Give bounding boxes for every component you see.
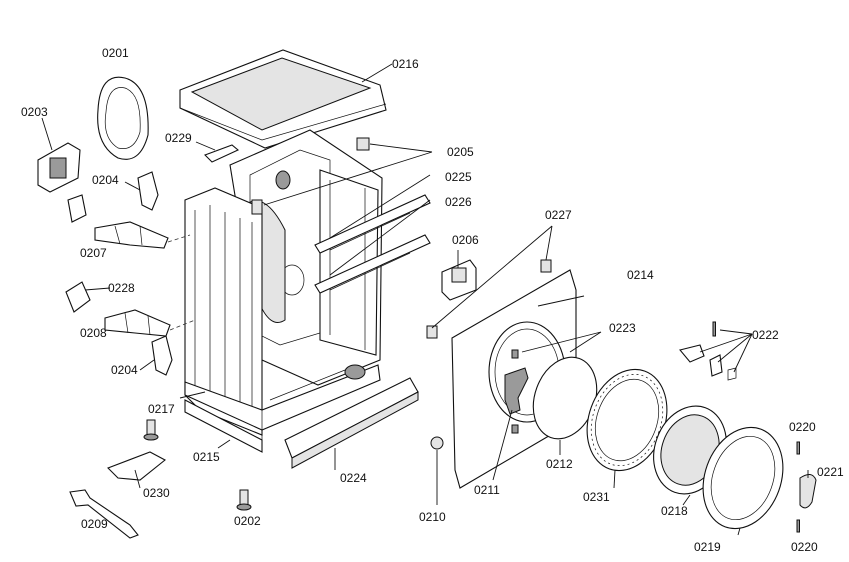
label-0220-upper: 0220: [789, 420, 816, 434]
part-0204-bracket-lower: [139, 335, 173, 376]
label-0206: 0206: [452, 233, 479, 247]
part-0203-module: [37, 117, 81, 193]
part-0220-pins: [796, 441, 800, 533]
label-0219: 0219: [694, 540, 721, 554]
label-0225: 0225: [445, 170, 472, 184]
part-0228-part: [65, 281, 111, 313]
label-0224: 0224: [340, 471, 367, 485]
part-0219-outer-ring: [702, 426, 784, 530]
label-0217: 0217: [148, 402, 175, 416]
label-0201: 0201: [102, 46, 129, 60]
label-0218: 0218: [661, 504, 688, 518]
part-0222-hinge-parts: [679, 321, 753, 381]
label-0208: 0208: [80, 326, 107, 340]
part-0208-shock-absorber: [104, 309, 196, 337]
part-0202-foot-upper: [143, 419, 159, 441]
label-0231: 0231: [583, 490, 610, 504]
label-0220-lower: 0220: [791, 540, 818, 554]
part-0221-handle: [799, 474, 817, 509]
part-0224-plinth: [284, 377, 419, 469]
part-0207-shock-absorber: [67, 194, 191, 249]
leader-lines: [134, 63, 809, 536]
label-0215: 0215: [193, 450, 220, 464]
label-0226: 0226: [445, 195, 472, 209]
part-0202-foot-lower: [236, 489, 252, 511]
label-0228: 0228: [108, 281, 135, 295]
label-0212: 0212: [546, 457, 573, 471]
part-0211-hinge: [492, 367, 529, 481]
part-0227-clips: [426, 225, 553, 339]
part-0231-inner-frame: [586, 368, 668, 472]
part-0206-door-lock: [441, 259, 477, 301]
label-0207: 0207: [80, 246, 107, 260]
label-0204-lower: 0204: [111, 363, 138, 377]
label-0203: 0203: [21, 105, 48, 119]
part-0209-wrench: [69, 489, 139, 539]
label-0222: 0222: [752, 328, 779, 342]
label-0202: 0202: [234, 514, 261, 528]
label-0230: 0230: [143, 486, 170, 500]
label-0227: 0227: [545, 208, 572, 222]
label-0211: 0211: [474, 483, 500, 497]
part-0210-small-part: [430, 436, 444, 505]
label-0214: 0214: [627, 268, 654, 282]
part-0204-bracket-upper: [124, 171, 159, 211]
label-0204-upper: 0204: [92, 173, 119, 187]
label-0229: 0229: [165, 131, 192, 145]
part-cabinet-body: [184, 129, 383, 453]
part-0225-0226-crossbars: [314, 194, 431, 294]
label-0223: 0223: [609, 321, 636, 335]
label-0205: 0205: [447, 145, 474, 159]
part-0229-bracket: [195, 141, 240, 163]
part-labels: 0201 0216 0203 0229 0205 0204 0225 0226 …: [21, 46, 844, 554]
label-0210: 0210: [419, 510, 446, 524]
label-0209: 0209: [81, 517, 108, 531]
part-0230-foot-plate: [107, 451, 166, 481]
label-0216: 0216: [392, 57, 419, 71]
part-0223-leaders: [521, 331, 602, 353]
part-0205-clips: [251, 137, 433, 215]
label-0221: 0221: [817, 465, 844, 479]
part-0216-top-cover: [179, 49, 387, 149]
part-0201-rubber-gasket: [97, 76, 149, 160]
